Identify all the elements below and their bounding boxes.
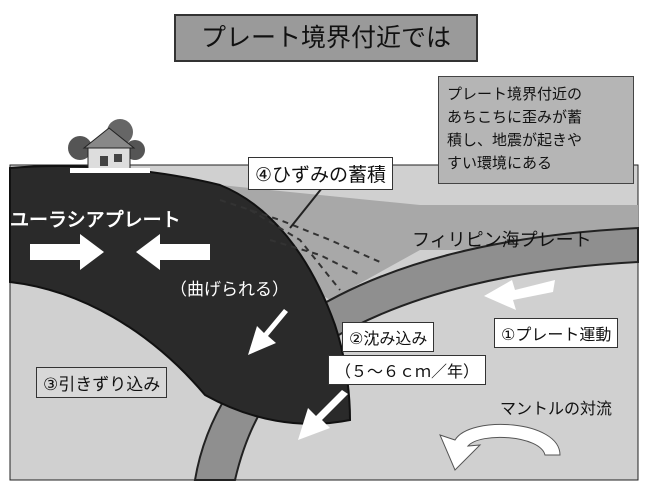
white-arrow-icon — [248, 309, 288, 355]
bent-label: （曲げられる） — [170, 280, 289, 300]
note-line: 積し、地震が起きや — [447, 131, 583, 149]
philippine-plate-label: フィリピン海プレート — [412, 230, 592, 251]
white-arrow-icon — [30, 234, 104, 270]
curved-arrow-icon — [439, 423, 561, 471]
white-arrow-icon — [484, 280, 555, 310]
strain-pointer-line — [289, 187, 323, 229]
eurasian-plate-label: ユーラシアプレート — [10, 209, 181, 231]
note-line: あちこちに歪みが蓄 — [447, 108, 583, 126]
subduction-rate-label: （５～６ｃｍ／年） — [328, 355, 487, 385]
strain-label: ④ひずみの蓄積 — [248, 157, 394, 190]
drag-label: ③引きずり込み — [36, 367, 168, 398]
tree-icon — [68, 136, 92, 160]
house-icon — [68, 119, 150, 173]
accretionary-wedge — [150, 178, 638, 300]
note-line: すい環境にある — [447, 154, 553, 172]
white-arrow-icon — [136, 234, 210, 270]
explanation-note: プレート境界付近の あちこちに歪みが蓄 積し、地震が起きや すい環境にある — [438, 76, 634, 184]
white-arrow-icon — [298, 390, 348, 440]
note-line: プレート境界付近の — [447, 85, 583, 103]
plate-motion-label: ①プレート運動 — [494, 318, 619, 348]
page-title: プレート境界付近では — [174, 14, 478, 62]
strain-lines — [219, 199, 381, 291]
subduction-label: ②沈み込み — [342, 322, 435, 352]
mantle-convection-label: マントルの対流 — [500, 399, 613, 418]
